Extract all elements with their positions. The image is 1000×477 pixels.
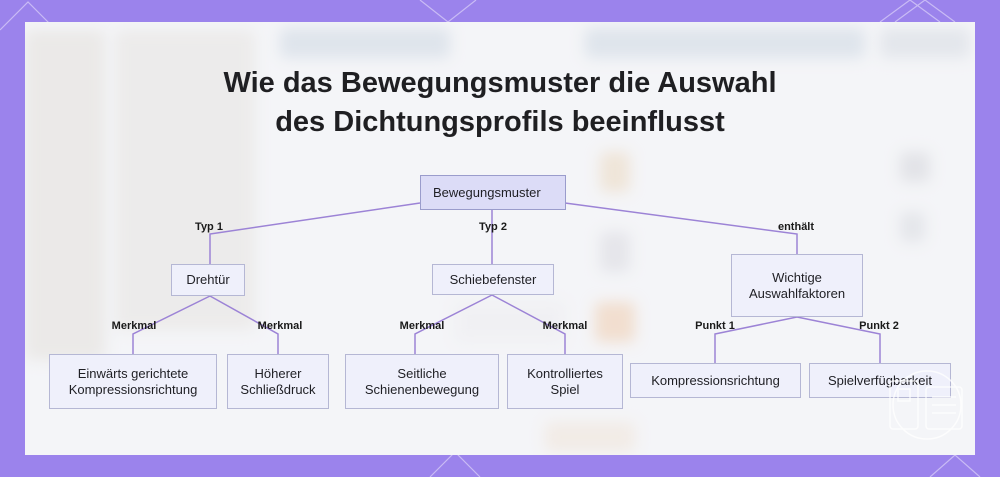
edge-label-merkmal-3: Merkmal xyxy=(399,320,445,332)
node-schliessdruck-line-2: Schließdruck xyxy=(240,381,316,397)
edge-drehtuer-einwaerts xyxy=(132,295,211,354)
watermark-logo xyxy=(889,370,963,440)
edge-root-auswahlfaktoren xyxy=(564,202,798,254)
edge-label-merkmal-1: Merkmal xyxy=(111,320,157,332)
node-bewegungsmuster-label: Bewegungsmuster xyxy=(433,184,541,200)
node-spielverf-label: Spielverfügbarkeit xyxy=(827,372,933,388)
node-kontrolliertes-spiel: Kontrolliertes Spiel xyxy=(507,354,623,409)
node-einwaerts-line-2: Kompressionsrichtung xyxy=(68,381,198,397)
edge-label-enthaelt: enthält xyxy=(777,221,815,233)
node-spiel-line-2: Spiel xyxy=(550,381,580,397)
edge-label-punkt2: Punkt 2 xyxy=(859,320,899,332)
node-schliessdruck-line-1: Höherer xyxy=(254,365,302,381)
node-einwaerts-line-1: Einwärts gerichtete xyxy=(77,365,189,381)
node-bewegungsmuster: Bewegungsmuster xyxy=(420,175,566,210)
diagram-title: Wie das Bewegungsmuster die Auswahl des … xyxy=(25,64,975,142)
node-kompression-label: Kompressionsrichtung xyxy=(651,372,780,388)
node-auswahlfaktoren-line-1: Wichtige xyxy=(772,269,822,285)
node-schienen-line-2: Schienenbewegung xyxy=(364,381,480,397)
edge-auswahl-kompression xyxy=(714,316,798,363)
diagram-panel: Wie das Bewegungsmuster die Auswahl des … xyxy=(25,22,975,455)
node-kompressionsrichtung: Kompressionsrichtung xyxy=(630,363,801,398)
edge-drehtuer-schliessdruck xyxy=(209,295,279,354)
node-spielverfuegbarkeit: Spielverfügbarkeit xyxy=(809,363,951,398)
edge-label-typ2: Typ 2 xyxy=(479,221,507,233)
node-einwaerts: Einwärts gerichtete Kompressionsrichtung xyxy=(49,354,217,409)
node-auswahlfaktoren-line-2: Auswahlfaktoren xyxy=(748,285,846,301)
node-schienen-line-1: Seitliche xyxy=(397,365,447,381)
node-drehtuer-label: Drehtür xyxy=(186,272,230,287)
node-schienenbewegung: Seitliche Schienenbewegung xyxy=(345,354,499,409)
node-spiel-line-1: Kontrolliertes xyxy=(527,365,603,381)
node-auswahlfaktoren: Wichtige Auswahlfaktoren xyxy=(731,254,863,317)
edge-label-typ1: Typ 1 xyxy=(195,221,223,233)
node-schiebefenster: Schiebefenster xyxy=(432,264,554,295)
edge-label-merkmal-2: Merkmal xyxy=(257,320,303,332)
title-line-2: des Dichtungsprofils beeinflusst xyxy=(275,106,725,138)
edge-auswahl-spielverf xyxy=(796,316,881,363)
edge-label-merkmal-4: Merkmal xyxy=(542,320,588,332)
node-schiebefenster-label: Schiebefenster xyxy=(449,271,537,287)
connector-lines xyxy=(132,202,881,363)
edge-schiebefenster-spiel xyxy=(491,294,566,354)
edge-root-drehtuer xyxy=(209,202,421,264)
edge-schiebefenster-schienen xyxy=(414,294,493,354)
node-drehtuer: Drehtür xyxy=(171,264,245,296)
node-schliessdruck: Höherer Schließdruck xyxy=(227,354,329,409)
title-line-1: Wie das Bewegungsmuster die Auswahl xyxy=(223,67,777,99)
edge-label-punkt1: Punkt 1 xyxy=(695,320,735,332)
